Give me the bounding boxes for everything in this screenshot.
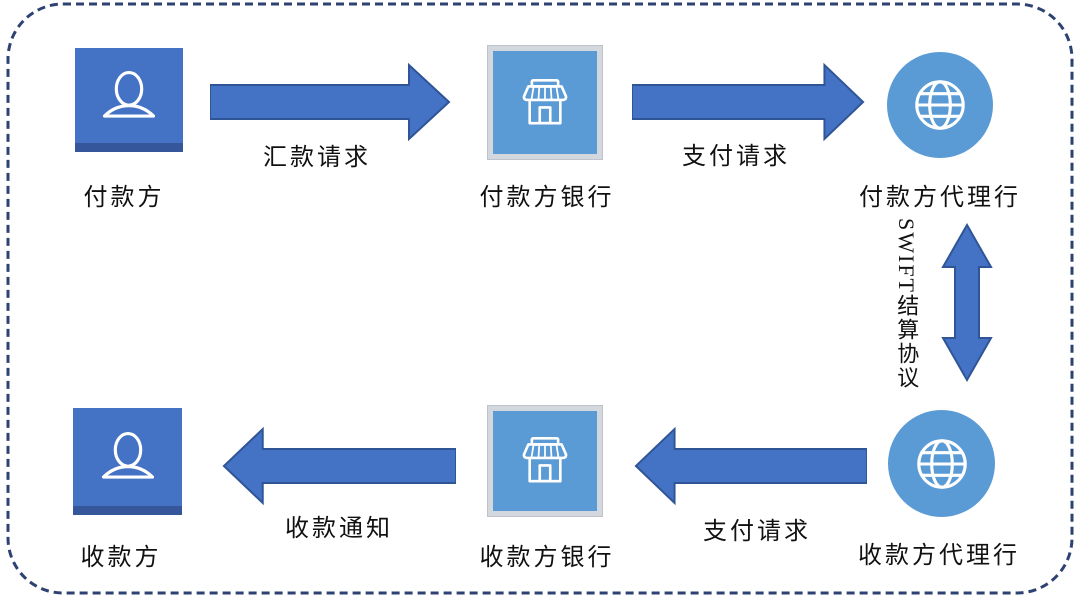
swift-double-arrow	[941, 222, 993, 383]
payment-request-top-label: 支付请求	[682, 144, 790, 170]
payee-agent-label: 收款方代理行	[858, 543, 1020, 569]
store-icon	[522, 78, 568, 124]
person-icon	[101, 431, 154, 479]
tile-accent-strip	[73, 506, 182, 515]
payment-request-bottom-arrow	[634, 426, 867, 506]
payee-bank-node	[488, 406, 602, 516]
payer-bank-node	[488, 46, 602, 159]
person-icon	[102, 70, 156, 118]
store-icon	[522, 436, 568, 483]
globe-icon	[915, 80, 965, 130]
payee-agent-node	[888, 410, 995, 517]
globe-icon	[916, 438, 967, 489]
payee-label: 收款方	[80, 545, 162, 571]
payer-bank-label: 付款方银行	[479, 185, 615, 211]
credit-notice-arrow	[222, 426, 456, 506]
payee-node	[73, 408, 182, 515]
tile-accent-strip	[75, 143, 183, 152]
payer-label: 付款方	[83, 185, 165, 211]
payer-agent-node	[887, 52, 993, 158]
remittance-request-arrow	[210, 62, 451, 142]
payee-bank-label: 收款方银行	[479, 545, 615, 571]
payer-agent-label: 付款方代理行	[859, 185, 1021, 211]
payment-request-bottom-label: 支付请求	[703, 519, 811, 545]
swift-settlement-label: SWIFT结算协议	[894, 218, 920, 390]
payment-request-top-arrow	[632, 62, 865, 142]
payer-node	[75, 48, 183, 152]
credit-notice-label: 收款通知	[285, 516, 393, 542]
remittance-request-label: 汇款请求	[263, 145, 371, 171]
